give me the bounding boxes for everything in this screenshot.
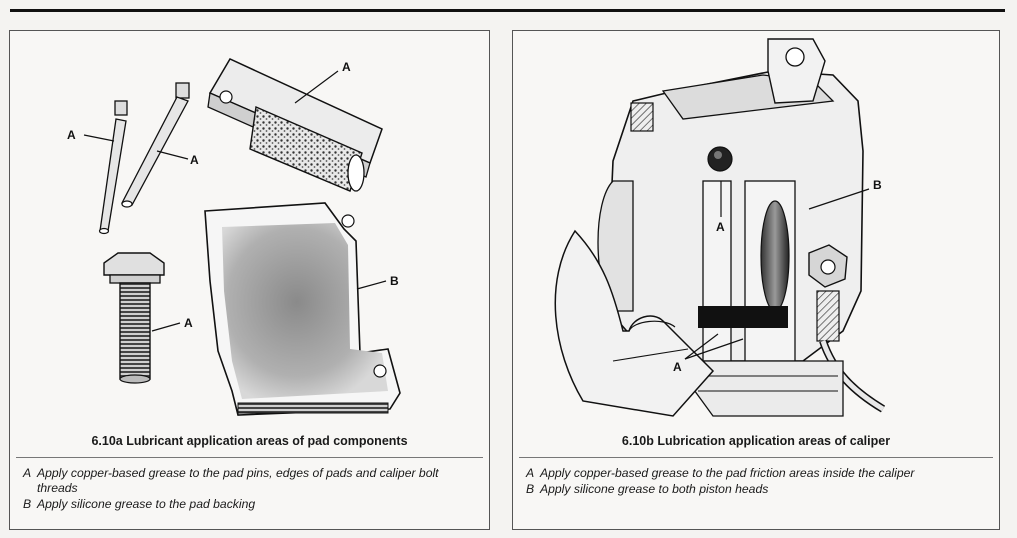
- pad-pin-1: [98, 100, 128, 235]
- figure-legend: A Apply copper-based grease to the pad f…: [526, 466, 991, 498]
- leader-lines: [83, 70, 387, 332]
- legend-text: Apply copper-based grease to the pad fri…: [540, 466, 915, 480]
- callout-a-piston: A: [716, 220, 725, 234]
- caption-divider: [16, 457, 483, 458]
- caliper-illustration: A B A: [554, 38, 886, 417]
- legend-text: Apply copper-based grease to the pad pin…: [37, 466, 439, 495]
- figure-panel-pad-components: A A A B A 6.10a Lubricant application ar…: [9, 30, 490, 530]
- callout-a-pin-1: A: [67, 128, 76, 142]
- legend-key: B: [23, 497, 32, 511]
- pad-components-illustration: A A A B A: [67, 58, 401, 416]
- callout-b-backing: B: [390, 274, 399, 288]
- bleed-nipple: [808, 244, 886, 413]
- pad-pin-2: [121, 82, 190, 208]
- legend-item-a: A Apply copper-based grease to the pad p…: [23, 466, 481, 496]
- legend-key: A: [23, 466, 32, 480]
- caliper-pistons: [698, 146, 796, 362]
- brake-disc-edge: [671, 360, 844, 417]
- figure-caption: 6.10a Lubricant application areas of pad…: [91, 434, 408, 448]
- callout-a-pin-2: A: [190, 153, 199, 167]
- figure-legend: A Apply copper-based grease to the pad p…: [23, 466, 481, 513]
- callout-a-friction: A: [673, 360, 682, 374]
- legend-item-a: A Apply copper-based grease to the pad f…: [526, 466, 991, 481]
- legend-text: Apply silicone grease to both piston hea…: [540, 482, 769, 496]
- hand: [554, 229, 715, 417]
- leader-lines: [684, 181, 870, 360]
- callout-b-piston: B: [873, 178, 882, 192]
- top-rule: [10, 9, 1005, 12]
- brake-pad-top: [207, 58, 383, 192]
- brake-pad-backing: [204, 202, 401, 416]
- legend-item-b: B Apply silicone grease to both piston h…: [526, 482, 991, 497]
- caption-divider: [519, 457, 993, 458]
- legend-item-b: B Apply silicone grease to the pad backi…: [23, 497, 481, 512]
- callout-a-bolt: A: [184, 316, 193, 330]
- figure-caption: 6.10b Lubrication application areas of c…: [621, 434, 891, 448]
- figure-panel-caliper: A B A 6.10b Lubrication application area…: [512, 30, 1000, 530]
- caliper-body: [597, 38, 864, 362]
- caliper-bolt: [103, 252, 165, 384]
- legend-key: A: [526, 466, 535, 480]
- callout-a-pad: A: [342, 60, 351, 74]
- legend-key: B: [526, 482, 535, 496]
- legend-text: Apply silicone grease to the pad backing: [37, 497, 256, 511]
